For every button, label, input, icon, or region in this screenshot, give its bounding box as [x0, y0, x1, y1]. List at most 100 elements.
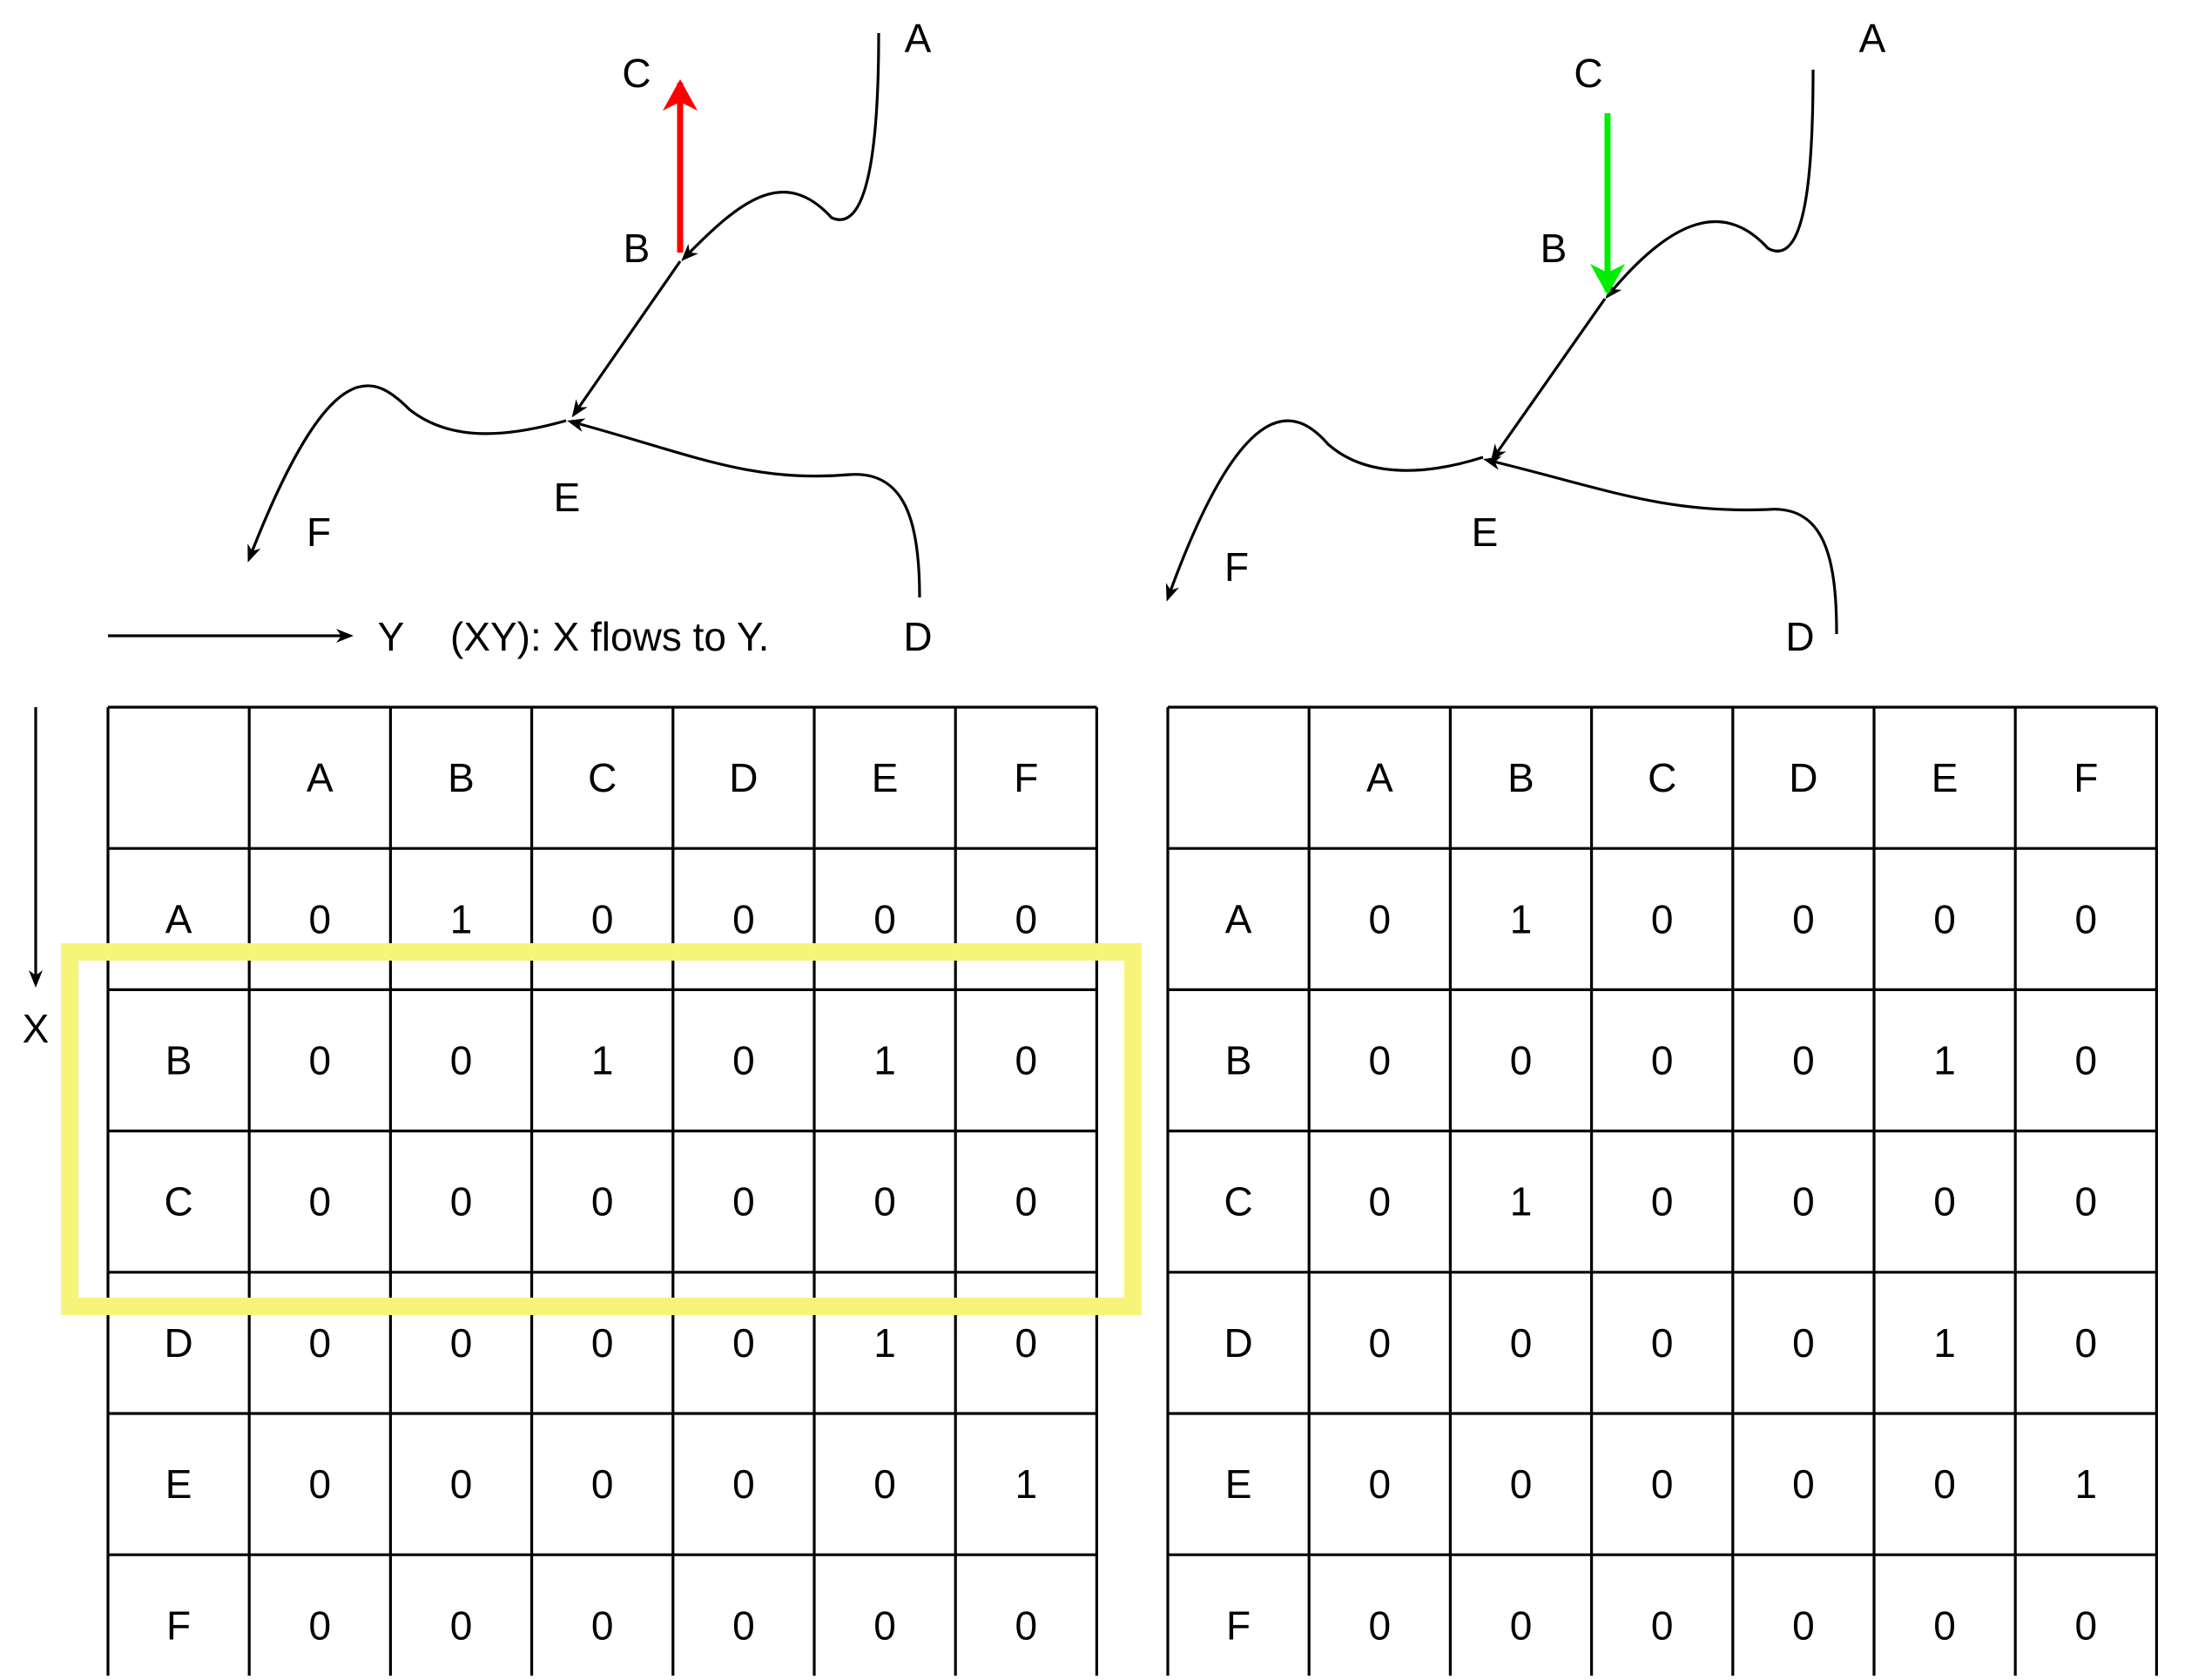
matrix-cell-b-f: 0: [2075, 1038, 2098, 1083]
row-header-c: C: [1224, 1179, 1252, 1225]
matrix-cell-f-b: 0: [450, 1602, 473, 1648]
matrix-cell-a-e: 0: [873, 896, 896, 941]
matrix-cell-d-b: 0: [1510, 1320, 1533, 1366]
matrix-cell-e-d: 0: [732, 1461, 755, 1507]
matrix-cell-f-a: 0: [309, 1602, 332, 1648]
matrix-cell-d-e: 1: [1933, 1320, 1956, 1366]
row-header-d: D: [1224, 1320, 1252, 1366]
edge-b-to-e: [571, 260, 682, 418]
edge-e-to-f: [247, 384, 567, 563]
matrix-cell-b-e: 1: [873, 1038, 896, 1083]
edge-d-to-e: [567, 418, 921, 598]
matrix-cell-c-e: 0: [873, 1179, 896, 1225]
node-label-a: A: [1859, 16, 1886, 61]
row-header-e: E: [165, 1461, 192, 1507]
node-label-c: C: [1574, 51, 1602, 96]
node-label-e: E: [1472, 509, 1499, 555]
edge-e-to-f: [1165, 419, 1484, 602]
column-header-d: D: [1789, 755, 1817, 800]
y-label: Y: [378, 614, 405, 659]
edge-b-to-e: [1490, 298, 1607, 462]
column-header-a: A: [1366, 755, 1393, 800]
matrix-cell-a-b: 1: [450, 896, 473, 941]
node-label-f: F: [307, 509, 331, 555]
column-header-c: C: [588, 755, 617, 800]
matrix-cell-f-d: 0: [732, 1602, 755, 1648]
node-label-b: B: [624, 226, 651, 271]
column-header-e: E: [1932, 755, 1959, 800]
matrix-cell-a-c: 0: [1651, 896, 1674, 941]
matrix-cell-f-f: 0: [2075, 1602, 2098, 1648]
matrix-cell-a-f: 0: [2075, 896, 2098, 941]
matrix-cell-b-b: 0: [450, 1038, 473, 1083]
node-label-c: C: [622, 51, 651, 96]
matrix-cell-c-a: 0: [1369, 1179, 1392, 1225]
column-header-b: B: [1507, 755, 1534, 800]
matrix-cell-d-f: 0: [2075, 1320, 2098, 1366]
matrix-cell-d-f: 0: [1015, 1320, 1038, 1366]
column-header-f: F: [2073, 755, 2098, 800]
matrix-cell-f-c: 0: [1651, 1602, 1674, 1648]
matrix-cell-a-d: 0: [732, 896, 755, 941]
matrix-cell-b-a: 0: [309, 1038, 332, 1083]
node-label-f: F: [1224, 544, 1249, 590]
right-graph: A B C D E F: [1165, 16, 1886, 659]
matrix-cell-f-f: 0: [1015, 1602, 1038, 1648]
matrix-cell-e-c: 0: [591, 1461, 614, 1507]
column-header-b: B: [448, 755, 475, 800]
column-header-d: D: [729, 755, 758, 800]
node-label-a: A: [905, 16, 932, 61]
matrix-cell-b-d: 0: [1792, 1038, 1815, 1083]
matrix-cell-a-d: 0: [1792, 896, 1815, 941]
matrix-cell-f-e: 0: [1933, 1602, 1956, 1648]
row-header-d: D: [164, 1320, 192, 1366]
matrix-cell-c-a: 0: [309, 1179, 332, 1225]
column-header-e: E: [872, 755, 899, 800]
matrix-cell-a-a: 0: [309, 896, 332, 941]
matrix-cell-d-b: 0: [450, 1320, 473, 1366]
node-label-d: D: [903, 614, 932, 659]
matrix-cell-e-e: 0: [873, 1461, 896, 1507]
matrix-cell-a-b: 1: [1510, 896, 1533, 941]
matrix-cell-e-c: 0: [1651, 1461, 1674, 1507]
matrix-cell-c-f: 0: [2075, 1179, 2098, 1225]
row-header-a: A: [165, 896, 192, 941]
column-header-c: C: [1648, 755, 1676, 800]
matrix-cell-e-f: 1: [2075, 1461, 2098, 1507]
matrix-cell-c-f: 0: [1015, 1179, 1038, 1225]
left-graph: A B C D E F: [247, 16, 933, 659]
edge-a-to-b: [1605, 69, 1815, 300]
matrix-cell-b-a: 0: [1369, 1038, 1392, 1083]
matrix-cell-d-d: 0: [1792, 1320, 1815, 1366]
highlight-box-rows-b-c: [61, 943, 1142, 1315]
edge-a-to-b: [681, 32, 880, 261]
matrix-cell-c-b: 1: [1510, 1179, 1533, 1225]
matrix-cell-e-e: 0: [1933, 1461, 1956, 1507]
matrix-cell-f-a: 0: [1369, 1602, 1392, 1648]
matrix-cell-b-f: 0: [1015, 1038, 1038, 1083]
matrix-cell-c-b: 0: [450, 1179, 473, 1225]
matrix-cell-b-c: 0: [1651, 1038, 1674, 1083]
matrix-cell-e-f: 1: [1015, 1461, 1038, 1507]
matrix-cell-e-a: 0: [1369, 1461, 1392, 1507]
matrix-cell-d-a: 0: [1369, 1320, 1392, 1366]
row-header-a: A: [1225, 896, 1252, 941]
matrix-cell-c-e: 0: [1933, 1179, 1956, 1225]
matrix-cell-f-b: 0: [1510, 1602, 1533, 1648]
matrix-cell-f-e: 0: [873, 1602, 896, 1648]
node-label-e: E: [554, 475, 581, 520]
row-header-b: B: [165, 1038, 192, 1083]
matrix-cell-c-c: 0: [1651, 1179, 1674, 1225]
matrix-cell-b-d: 0: [732, 1038, 755, 1083]
column-header-a: A: [307, 755, 334, 800]
row-header-b: B: [1225, 1038, 1252, 1083]
row-header-f: F: [166, 1602, 191, 1648]
matrix-cell-a-a: 0: [1369, 896, 1392, 941]
matrix-cell-c-d: 0: [1792, 1179, 1815, 1225]
legend-caption: (XY): X flows to Y.: [450, 614, 769, 659]
matrix-cell-d-c: 0: [591, 1320, 614, 1366]
matrix-cell-e-b: 0: [1510, 1461, 1533, 1507]
